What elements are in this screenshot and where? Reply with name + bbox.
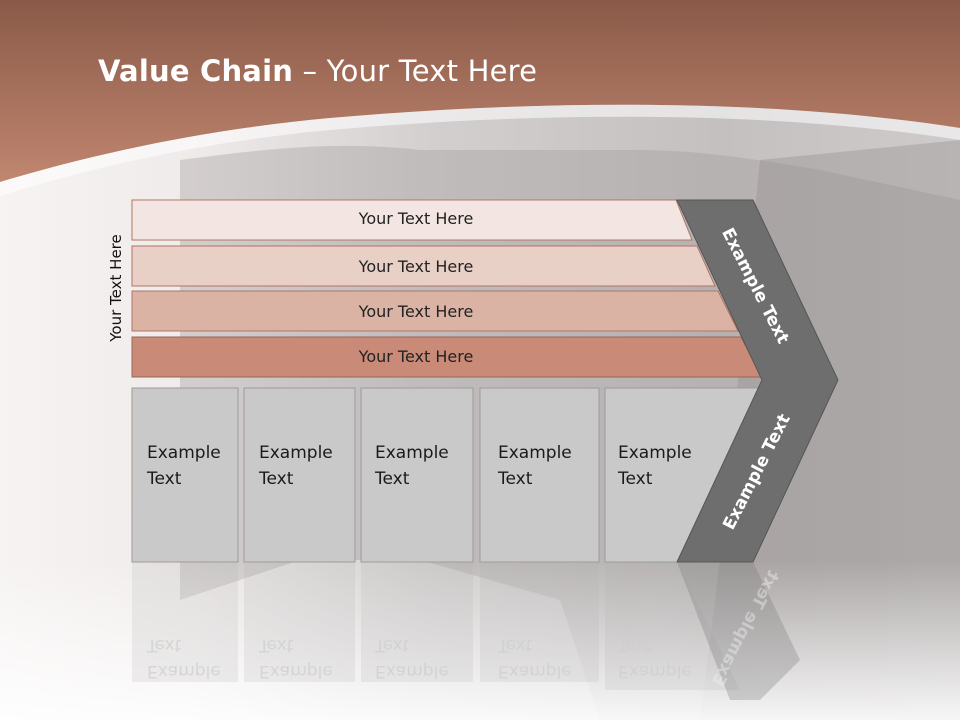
box-5-reflection-line2: Text: [618, 635, 653, 655]
box-4-reflection-line1: Example: [498, 661, 572, 681]
box-1-reflection: Example Text: [147, 632, 221, 684]
box-4-reflection: Example Text: [498, 632, 572, 684]
box-5-reflection-line1: Example: [618, 661, 692, 681]
box-1-line1: Example: [147, 443, 221, 463]
vertical-axis-label: Your Text Here: [107, 234, 125, 342]
box-2-reflection-line1: Example: [259, 661, 333, 681]
bar-4-label: Your Text Here: [358, 347, 474, 366]
box-4-reflection-line2: Text: [498, 635, 533, 655]
box-3-line1: Example: [375, 443, 449, 463]
box-3-reflection-line1: Example: [375, 661, 449, 681]
slide-title: Value Chain – Your Text Here: [98, 54, 537, 88]
bar-1-label: Your Text Here: [358, 209, 474, 228]
box-5-reflection: Example Text: [618, 632, 692, 684]
box-2-shape: [243, 387, 356, 563]
box-1-line2: Text: [147, 469, 182, 489]
box-2-reflection: Example Text: [259, 632, 333, 684]
box-4-line2: Text: [498, 469, 533, 489]
box-5-line1: Example: [618, 443, 692, 463]
box-3-reflection-line2: Text: [375, 635, 410, 655]
box-1-reflection-line2: Text: [147, 635, 182, 655]
title-rest: – Your Text Here: [293, 54, 538, 88]
box-1-shape: [131, 387, 239, 563]
box-2-reflection-line2: Text: [259, 635, 294, 655]
box-5-line2: Text: [618, 469, 653, 489]
box-3-line2: Text: [375, 469, 410, 489]
box-4-shape: [479, 387, 600, 563]
box-2-line1: Example: [259, 443, 333, 463]
bar-2-label: Your Text Here: [358, 257, 474, 276]
bar-3-shape: [131, 290, 739, 332]
box-1-reflection-line1: Example: [147, 661, 221, 681]
box-3-shape: [360, 387, 474, 563]
bar-2-shape: [131, 245, 716, 287]
box-4-line1: Example: [498, 443, 572, 463]
bar-3-label: Your Text Here: [358, 302, 474, 321]
chevron-arrow: [676, 199, 839, 563]
box-2-line2: Text: [259, 469, 294, 489]
box-3-reflection: Example Text: [375, 632, 449, 684]
title-bold: Value Chain: [98, 54, 294, 88]
bar-1-shape: [131, 199, 693, 241]
